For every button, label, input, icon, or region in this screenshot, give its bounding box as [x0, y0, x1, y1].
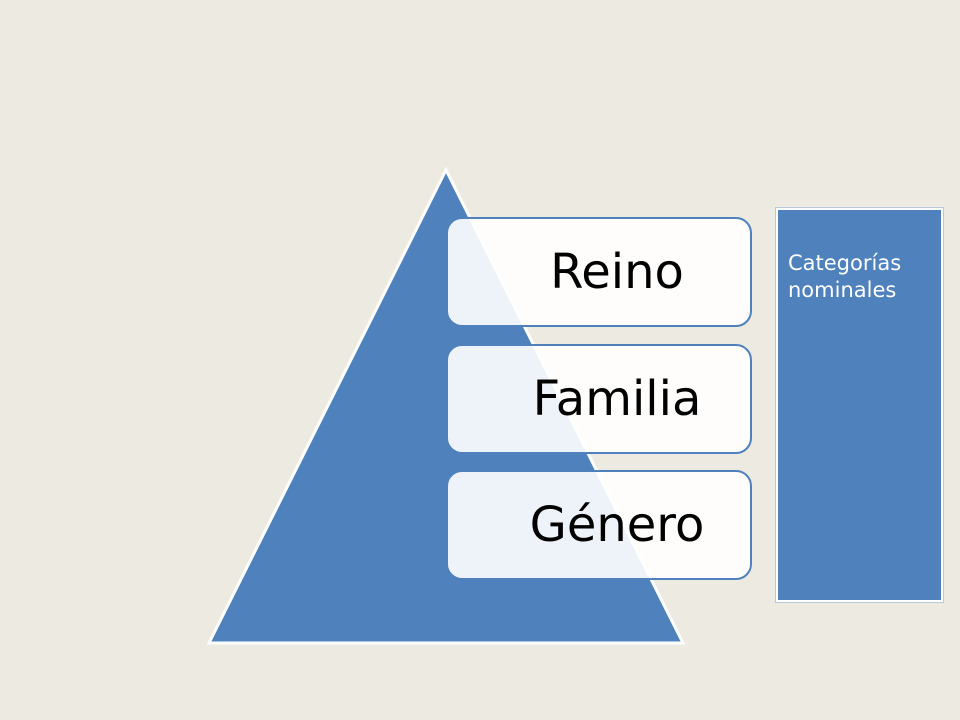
- side-panel-categorias: Categorías nominales: [775, 207, 944, 603]
- level-box-genero: Género: [446, 470, 752, 580]
- level-box-reino: Reino: [446, 217, 752, 327]
- level-label-reino: Reino: [550, 244, 684, 300]
- level-label-familia: Familia: [532, 371, 702, 427]
- level-label-genero: Género: [529, 497, 705, 553]
- side-panel-line-1: Categorías: [788, 251, 902, 275]
- level-box-familia: Familia: [446, 344, 752, 454]
- side-panel-line-2: nominales: [788, 278, 897, 303]
